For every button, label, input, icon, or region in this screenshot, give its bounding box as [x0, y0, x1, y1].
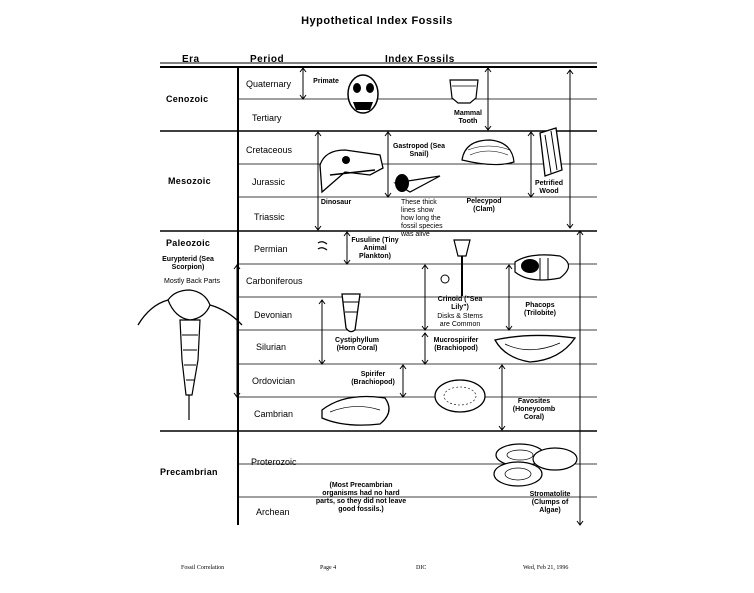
label-pelecypod: Pelecypod (Clam): [466, 198, 502, 213]
label-crinoid: Crinoid ("Sea Lily"): [437, 296, 483, 311]
footer-title: Fossil Correlation: [181, 565, 225, 571]
period-triassic: Triassic: [254, 212, 285, 222]
label-petrified-wood: Petrified Wood: [534, 180, 563, 195]
label-phacops: Phacops (Trilobite): [524, 302, 556, 317]
label-stromatolite: Stromatolite (Clumps of Algae): [529, 491, 571, 514]
crinoid-drawing: [440, 239, 471, 296]
period-archean: Archean: [256, 507, 290, 517]
label-cystiphyllum: Cystiphyllum (Horn Coral): [335, 337, 379, 352]
stromatolite-drawing: [493, 443, 578, 487]
fusuline-drawing: [317, 241, 328, 251]
petrified-wood-drawing: [539, 127, 563, 177]
index-fossils-header: Index Fossils: [385, 54, 455, 65]
period-permian: Permian: [254, 244, 288, 254]
era-paleozoic: Paleozoic: [166, 238, 211, 248]
period-carboniferous: Carboniferous: [246, 276, 303, 286]
pelecypod-clam-drawing: [461, 139, 515, 166]
footer-date: Wed, Feb 21, 1996: [523, 565, 569, 571]
gastropod-shell-drawing: [393, 174, 441, 193]
period-header: Period: [250, 54, 285, 65]
note-thick-lines: These thick lines show how long the foss…: [401, 199, 443, 238]
period-silurian: Silurian: [256, 342, 287, 352]
label-spirifer: Spirifer (Brachiopod): [351, 371, 395, 386]
period-cretaceous: Cretaceous: [246, 145, 293, 155]
label-fusuline: Fusuline (Tiny Animal Plankton): [351, 237, 399, 260]
footer-code: DIC: [416, 565, 427, 571]
range-bars: [233, 67, 584, 526]
label-mammal-tooth: Mammal Tooth: [453, 110, 482, 125]
era-header: Era: [182, 54, 200, 65]
note-precambrian: (Most Precambrian organisms had no hard …: [315, 482, 407, 513]
era-mesozoic: Mesozoic: [168, 176, 211, 186]
horn-coral-drawing: [341, 293, 361, 333]
spirifer-drawing: [321, 395, 390, 426]
note-crinoid: Disks & Stems are Common: [437, 313, 483, 328]
era-precambrian: Precambrian: [160, 467, 218, 477]
period-proterozoic: Proterozoic: [251, 457, 297, 467]
period-quaternary: Quaternary: [246, 79, 292, 89]
label-favosites: Favosites (Honeycomb Coral): [512, 398, 556, 421]
period-jurassic: Jurassic: [252, 177, 286, 187]
period-tertiary: Tertiary: [252, 113, 282, 123]
label-gastropod: Gastropod (Sea Snail): [392, 143, 446, 158]
era-cenozoic: Cenozoic: [166, 94, 209, 104]
period-cambrian: Cambrian: [254, 409, 294, 419]
label-mucrospirifer: Mucrospirifer (Brachiopod): [433, 337, 479, 352]
page-title: Hypothetical Index Fossils: [301, 15, 453, 27]
mammal-tooth-drawing: [449, 79, 479, 104]
label-primate: Primate: [313, 78, 339, 85]
dinosaur-skull-drawing: [319, 149, 384, 194]
period-devonian: Devonian: [254, 310, 293, 320]
note-eurypterid: Mostly Back Parts: [163, 278, 220, 285]
eurypterid-drawing: [137, 289, 243, 420]
mucrospirifer-drawing: [494, 334, 577, 363]
footer-page: Page 4: [320, 565, 337, 571]
label-eurypterid: Eurypterid (Sea Scorpion): [162, 256, 214, 271]
phacops-trilobite-drawing: [514, 254, 570, 281]
label-dinosaur: Dinosaur: [320, 199, 352, 206]
favosites-coral-drawing: [434, 379, 486, 413]
primate-skull-drawing: [347, 74, 379, 114]
period-ordovician: Ordovician: [252, 376, 296, 386]
